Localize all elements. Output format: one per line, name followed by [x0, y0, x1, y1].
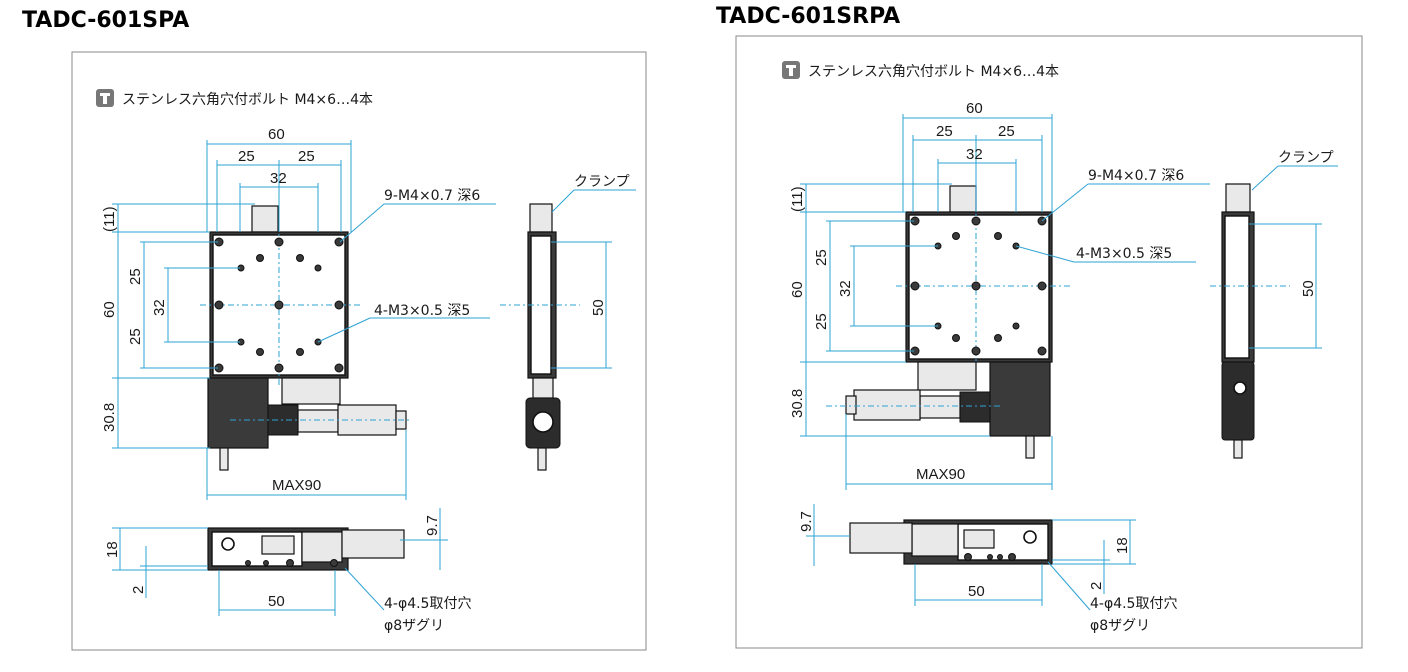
- right-bottom-view: 18 2 9.7 50 4-φ4.5取付穴 φ8ザグリ: [798, 504, 1177, 634]
- right-bolt-note-text: ステンレス六角穴付ボルト M4×6…4本: [808, 64, 1059, 80]
- left-dim-b50: 50: [268, 593, 285, 610]
- left-bolt-note: ステンレス六角穴付ボルト M4×6…4本: [96, 89, 373, 108]
- left-dim-60-height: 60: [101, 301, 118, 318]
- left-micrometer-sleeve: [297, 409, 339, 433]
- left-dim-25c: 25: [127, 268, 144, 285]
- left-drive-housing: [281, 377, 341, 405]
- right-micrometer-thimble: [853, 389, 921, 421]
- left-dim-11: (11): [101, 206, 118, 232]
- right-dim-25b: 25: [998, 123, 1015, 140]
- right-dim-60-height: 60: [789, 281, 806, 298]
- left-dim-60-width: 60: [268, 126, 285, 143]
- left-top-dims: 60 25 25 32: [206, 126, 352, 232]
- right-clamp-knob: [949, 185, 977, 213]
- left-top-view: [200, 205, 410, 471]
- left-bottom-view: 18 2 9.7 50 4-φ4.5取付穴 φ8ザグリ: [104, 508, 471, 634]
- left-clamp-knob: [251, 205, 279, 233]
- right-dim-b50: 50: [968, 583, 985, 600]
- left-dim-25b: 25: [298, 148, 315, 165]
- left-frame: [71, 51, 647, 651]
- right-callout-tap4: 4-M3×0.5 深5: [1076, 246, 1172, 262]
- right-dim-32: 32: [966, 146, 983, 163]
- right-dim-b18: 18: [1114, 537, 1131, 554]
- right-screw: [1025, 435, 1035, 459]
- right-dim-60-width: 60: [966, 100, 983, 117]
- left-dim-b97: 9.7: [424, 515, 441, 536]
- right-drive-housing: [917, 361, 977, 391]
- left-side-dims: (11) 60 30.8 25 25 32: [101, 203, 255, 449]
- left-callout-counterbore: φ8ザグリ: [384, 618, 444, 634]
- right-top-dims: 60 25 25 32: [902, 100, 1053, 212]
- right-callout-mount: 4-φ4.5取付穴: [1090, 596, 1177, 612]
- right-bottom-micrometer: [849, 522, 913, 554]
- right-callout-counterbore: φ8ザグリ: [1090, 618, 1150, 634]
- left-dim-32: 32: [270, 170, 287, 187]
- right-base-block: [989, 361, 1051, 437]
- right-micrometer-sleeve: [919, 395, 961, 419]
- right-drawing-title: TADC-601SRPA: [716, 4, 901, 29]
- right-side-clamp: [1225, 183, 1251, 213]
- right-dim-b97: 9.7: [798, 511, 815, 532]
- right-panel: ステンレス六角穴付ボルト M4×6…4本: [735, 35, 1363, 649]
- right-dim-11: (11): [789, 186, 806, 212]
- right-side-view: 50 クランプ: [1210, 150, 1338, 459]
- right-dim-308: 30.8: [789, 389, 806, 418]
- left-dim-b2: 2: [130, 586, 147, 594]
- left-dim-25a: 25: [238, 148, 255, 165]
- left-callout-clamp: クランプ: [574, 174, 630, 190]
- right-dim-25d: 25: [813, 313, 830, 330]
- right-dim-32v: 32: [837, 280, 854, 297]
- right-dim-25c: 25: [813, 249, 830, 266]
- left-dim-b18: 18: [104, 541, 121, 558]
- left-callout-mount: 4-φ4.5取付穴: [384, 596, 471, 612]
- right-callout-clamp: クランプ: [1278, 150, 1334, 166]
- right-frame: [735, 35, 1363, 649]
- right-dim-25a: 25: [936, 123, 953, 140]
- left-dim-max90: MAX90: [272, 477, 321, 494]
- right-callout-tap9: 9-M4×0.7 深6: [1088, 168, 1184, 184]
- left-screw: [219, 447, 229, 471]
- right-top-view: [826, 185, 1070, 459]
- left-panel: ステンレス六角穴付ボルト M4×6…4本: [71, 51, 647, 651]
- left-side-clamp: [529, 203, 553, 233]
- left-dim-32v: 32: [151, 299, 168, 316]
- right-dim-max90: MAX90: [916, 466, 965, 483]
- left-dim-25d: 25: [127, 328, 144, 345]
- left-callout-tap9: 9-M4×0.7 深6: [384, 188, 480, 204]
- right-side-dims: (11) 60 30.8 25 25 32: [789, 183, 990, 437]
- left-tap-holes: [214, 237, 344, 373]
- right-bolt-note: ステンレス六角穴付ボルト M4×6…4本: [782, 61, 1059, 80]
- left-base-block: [207, 377, 269, 449]
- left-drawing-title: TADC-601SPA: [22, 8, 190, 33]
- left-dim-308: 30.8: [101, 403, 118, 432]
- left-callout-tap4: 4-M3×0.5 深5: [374, 303, 470, 319]
- left-side-view: 50 クランプ: [500, 174, 636, 471]
- left-bolt-note-text: ステンレス六角穴付ボルト M4×6…4本: [122, 92, 373, 108]
- right-dim-side50: 50: [1300, 280, 1317, 297]
- left-bottom-micrometer: [341, 529, 405, 559]
- left-dim-side50: 50: [590, 299, 607, 316]
- right-dim-b2: 2: [1088, 582, 1105, 590]
